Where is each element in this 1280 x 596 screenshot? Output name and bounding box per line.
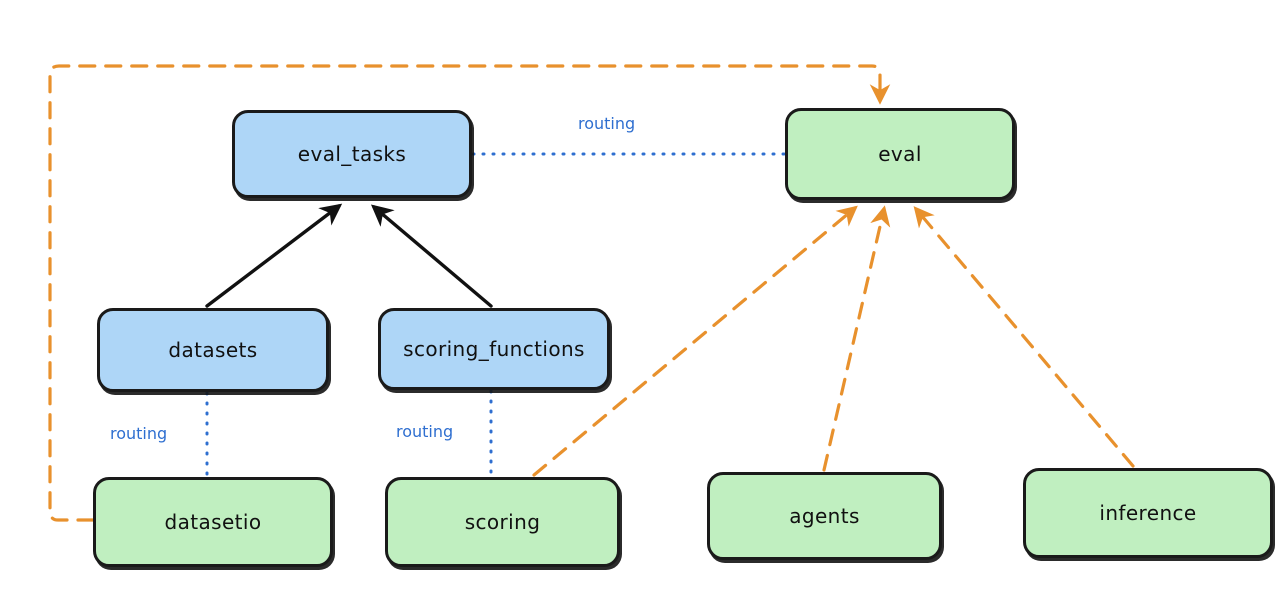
edge-inference-eval — [913, 206, 1135, 468]
edge-scoring_functions-eval_tasks — [370, 204, 493, 308]
node-eval_tasks[interactable]: eval_tasks — [232, 110, 472, 198]
edge-datasets-eval_tasks — [205, 203, 343, 308]
edge-label-routing-datasets: routing — [110, 424, 168, 443]
node-scoring_functions[interactable]: scoring_functions — [378, 308, 610, 390]
node-label-datasetio: datasetio — [164, 510, 262, 534]
node-label-scoring: scoring — [464, 510, 541, 534]
node-label-inference: inference — [1099, 501, 1197, 525]
edge-scoring-eval — [532, 205, 858, 477]
edge-label-routing-scoring_functions: routing — [396, 422, 454, 441]
node-eval[interactable]: eval — [785, 108, 1015, 200]
node-label-scoring_functions: scoring_functions — [403, 337, 585, 361]
edge-agents-eval — [822, 205, 891, 472]
node-agents[interactable]: agents — [707, 472, 942, 560]
node-label-eval: eval — [878, 142, 922, 166]
edge-label-routing-top: routing — [578, 114, 636, 133]
node-inference[interactable]: inference — [1023, 468, 1273, 558]
node-scoring[interactable]: scoring — [385, 477, 620, 567]
node-datasets[interactable]: datasets — [97, 308, 329, 392]
node-datasetio[interactable]: datasetio — [93, 477, 333, 567]
edge-datasetio-eval — [48, 64, 891, 522]
node-label-agents: agents — [789, 504, 860, 528]
node-label-datasets: datasets — [168, 338, 258, 362]
node-label-eval_tasks: eval_tasks — [297, 142, 407, 166]
